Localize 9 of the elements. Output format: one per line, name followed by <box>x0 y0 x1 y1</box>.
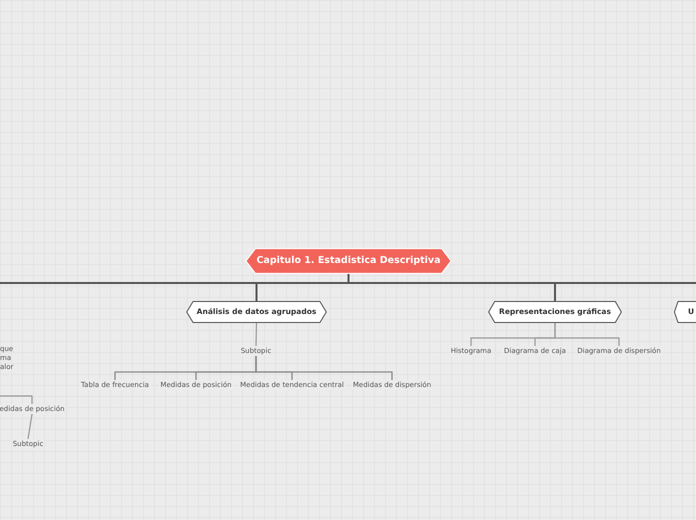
connector-line <box>554 323 620 346</box>
node-text: Capitulo 1. Estadistica Descriptiva <box>256 254 441 268</box>
central-topic <box>245 248 452 274</box>
topic <box>186 301 327 323</box>
connector-line <box>255 356 393 380</box>
connector-line <box>27 414 33 440</box>
connector-line <box>255 322 258 346</box>
connector-line <box>0 395 33 404</box>
topic <box>488 301 622 323</box>
